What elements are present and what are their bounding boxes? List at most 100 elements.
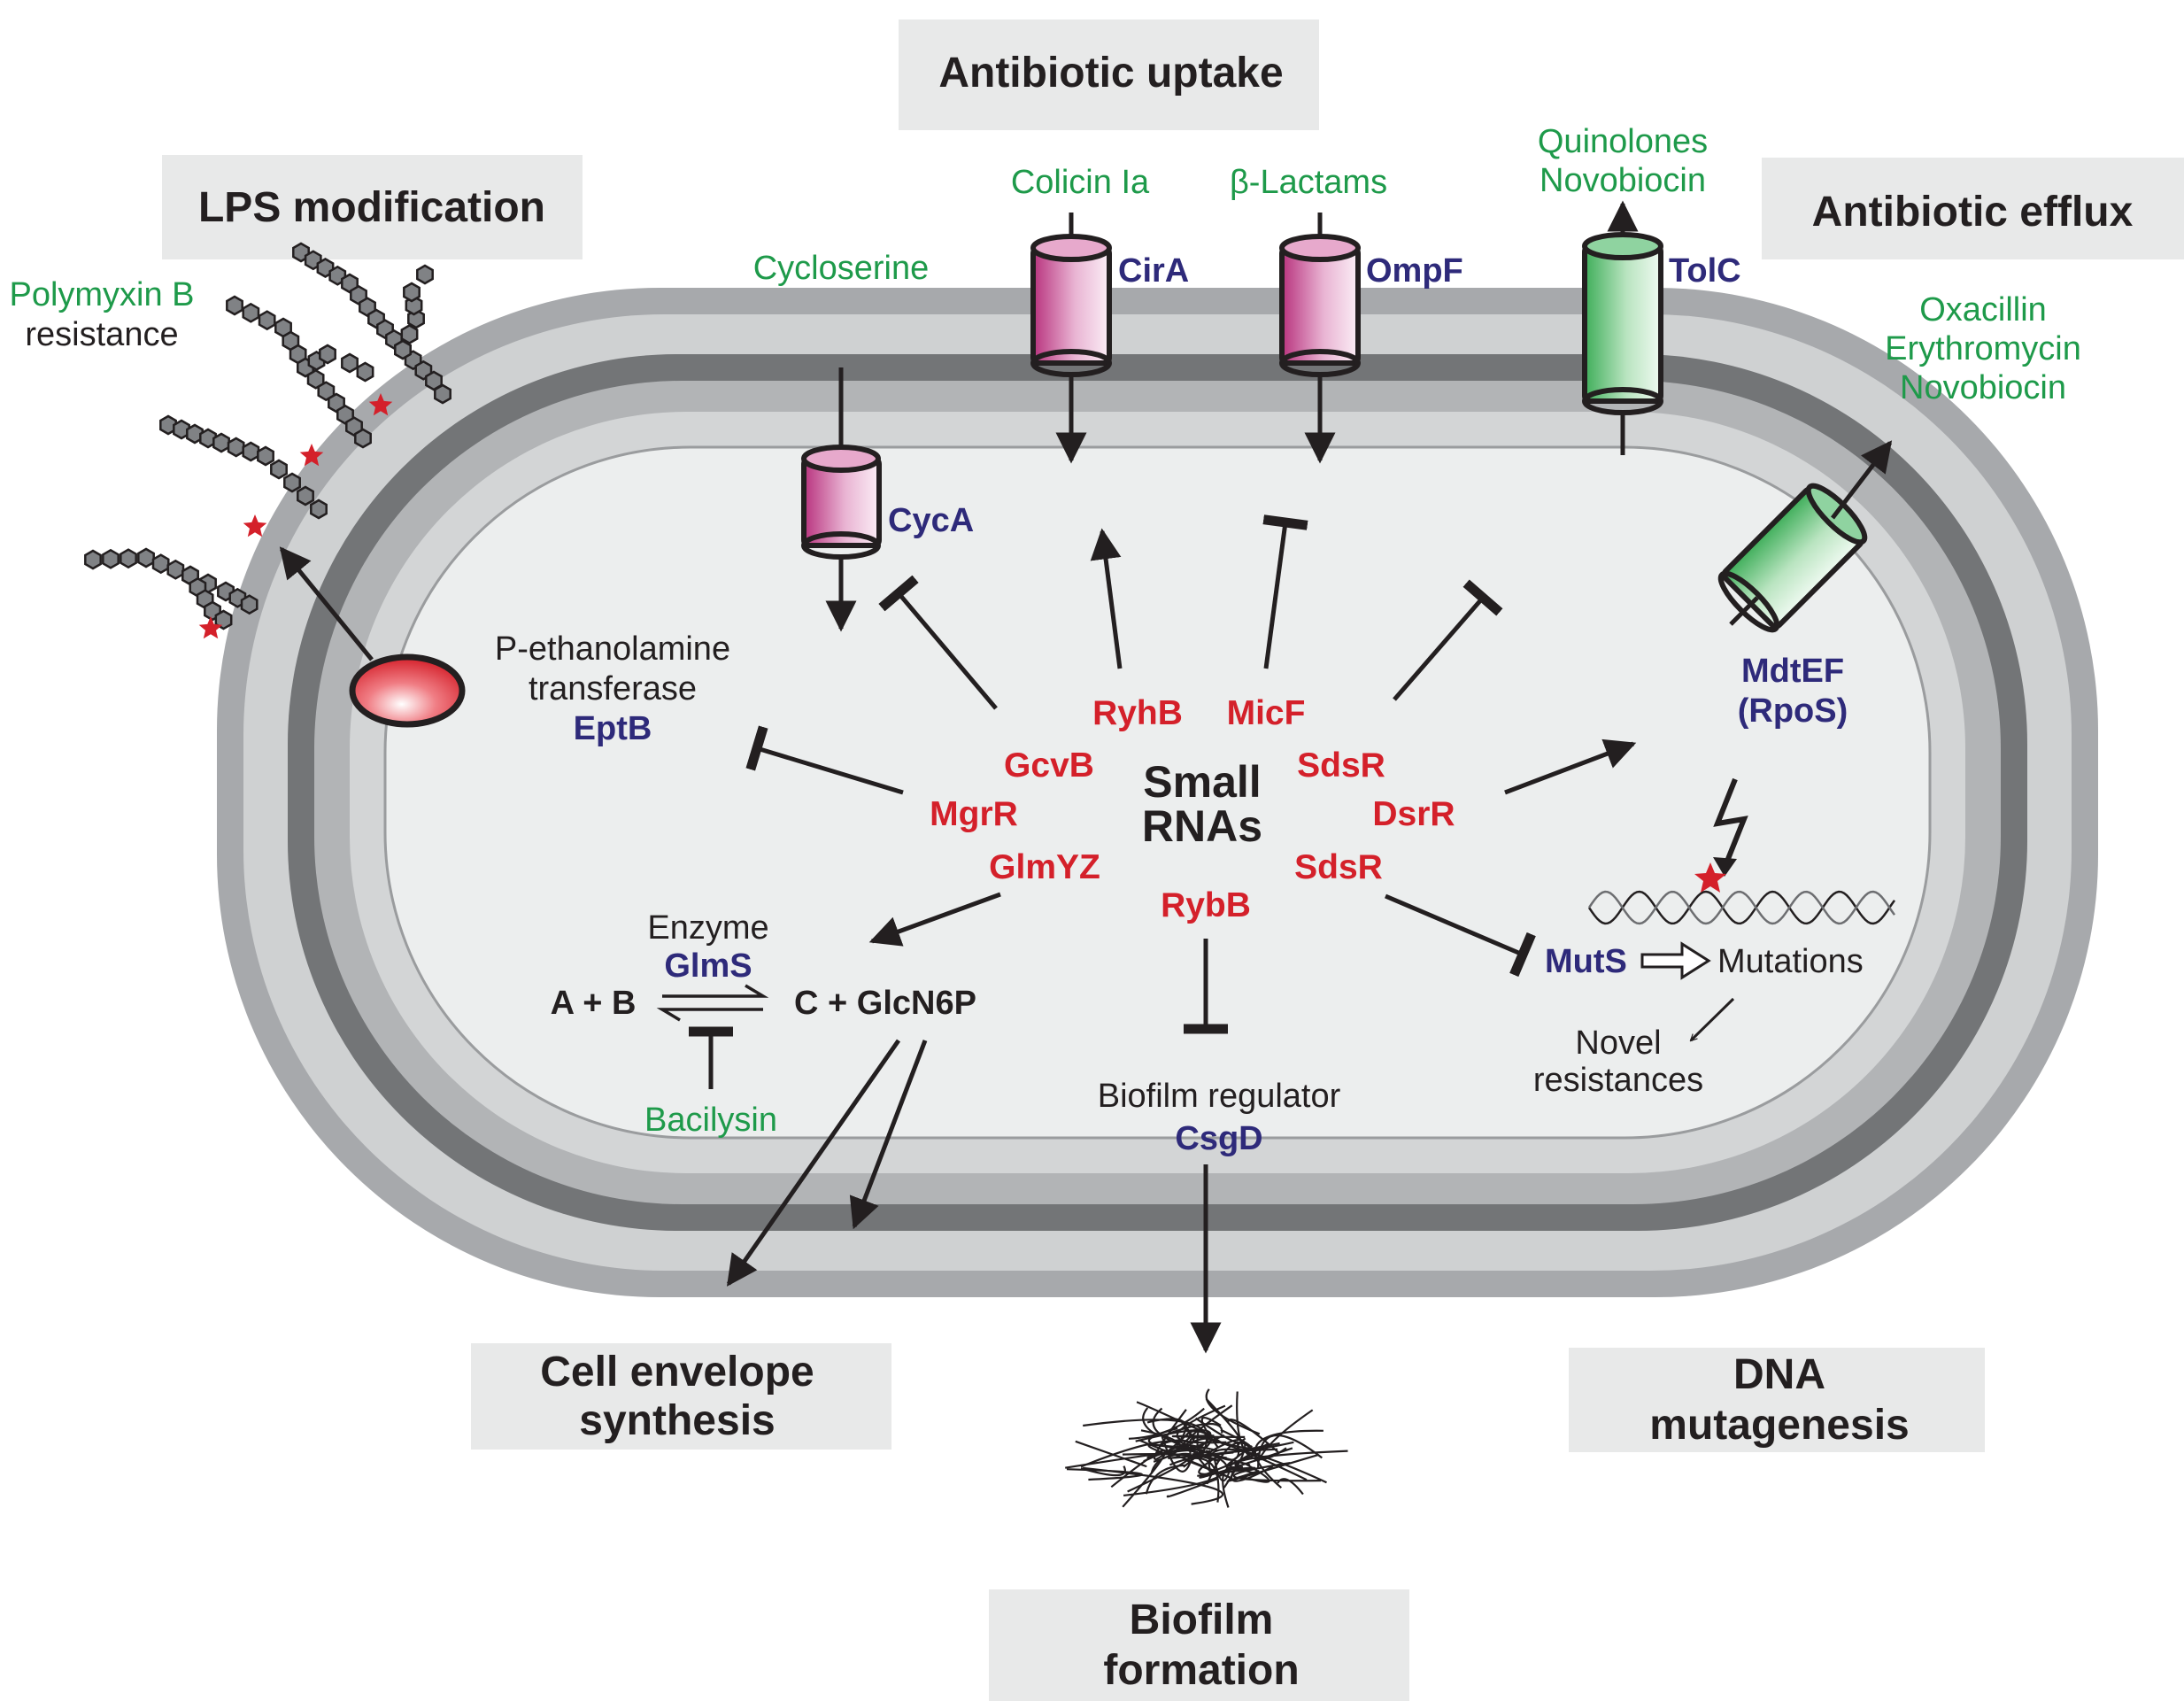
sugar-unit xyxy=(257,445,274,467)
lps-box xyxy=(162,155,583,259)
efflux-box xyxy=(1762,158,2184,259)
oxacillin-label: Oxacillin xyxy=(1919,291,2047,329)
sugar-unit xyxy=(317,381,336,402)
sugar-unit xyxy=(186,423,204,445)
sugar-unit xyxy=(403,282,421,303)
pethanolamine-label-1: P-ethanolamine xyxy=(495,630,730,668)
category-boxes: LPS modification Antibiotic uptake Antib… xyxy=(162,19,2184,1701)
lactams-label: β-Lactams xyxy=(1230,164,1387,201)
modification-star-icon xyxy=(299,444,324,467)
gcvb-label: GcvB xyxy=(1004,746,1094,785)
cyca-transporter xyxy=(801,445,882,560)
misc-labels: P-ethanolamine transferase Enzyme A + B … xyxy=(495,630,1864,1115)
biofilm-regulator-label: Biofilm regulator xyxy=(1098,1078,1341,1115)
ompf-porin xyxy=(1279,234,1361,377)
dsrr-label: DsrR xyxy=(1372,795,1455,833)
csgd-label: CsgD xyxy=(1175,1120,1262,1157)
sugar-unit xyxy=(394,339,412,360)
sugar-unit xyxy=(226,295,243,316)
sugar-unit xyxy=(270,459,288,480)
erythromycin-label: Erythromycin xyxy=(1885,330,2081,367)
mutation-star-icon xyxy=(1694,862,1726,893)
polymyxin-label-1: Polymyxin B xyxy=(9,276,194,313)
cira-label: CirA xyxy=(1118,252,1189,290)
sugar-unit xyxy=(258,310,276,331)
sugar-unit xyxy=(319,344,336,365)
colicin-label: Colicin Ia xyxy=(1011,164,1150,201)
sugar-unit xyxy=(227,437,245,458)
dna-box-label-1: DNA xyxy=(1733,1351,1825,1398)
bacilysin-label: Bacilysin xyxy=(644,1102,777,1139)
sugar-unit xyxy=(336,404,354,425)
muts-label: MutS xyxy=(1545,943,1627,980)
sugar-unit xyxy=(356,361,374,383)
lps-chains xyxy=(84,242,451,639)
sugar-unit xyxy=(137,547,155,568)
sdsr-label-top: SdsR xyxy=(1297,746,1385,785)
sugar-unit xyxy=(151,553,170,575)
lightning-icon xyxy=(1713,777,1748,870)
cyca-label: CycA xyxy=(888,502,974,539)
sugar-unit xyxy=(297,485,314,506)
small-rnas-label-1: Small xyxy=(1143,757,1261,807)
sugar-unit xyxy=(240,594,259,615)
sugar-unit xyxy=(102,548,120,569)
sugar-unit xyxy=(425,370,443,391)
srna-labels: Small RNAs RyhB MicF GcvB SdsR MgrR DsrR… xyxy=(930,694,1455,924)
tolc-label: TolC xyxy=(1669,252,1741,290)
modification-star-icon xyxy=(198,616,223,639)
reaction-left-label: A + B xyxy=(551,985,637,1022)
envelope-box-label-1: Cell envelope xyxy=(540,1349,814,1396)
novel-resistances-label-1: Novel xyxy=(1575,1024,1661,1062)
mdtef-label: MdtEF xyxy=(1741,653,1844,690)
efflux-box-label: Antibiotic efflux xyxy=(1812,189,2134,236)
glmyz-label: GlmYZ xyxy=(989,848,1100,886)
cell-envelope xyxy=(217,288,2098,1297)
tolc-channel xyxy=(1582,232,1663,415)
uptake-box-label: Antibiotic uptake xyxy=(938,50,1283,97)
micf-label: MicF xyxy=(1227,694,1306,732)
sugar-unit xyxy=(354,428,372,449)
sugar-unit xyxy=(283,472,301,493)
sugar-unit xyxy=(345,416,363,437)
sugar-unit xyxy=(242,441,260,462)
lps-box-label: LPS modification xyxy=(198,184,545,231)
sugar-unit xyxy=(120,548,137,569)
mutations-label: Mutations xyxy=(1717,943,1864,980)
biofilm-network-icon xyxy=(1065,1388,1348,1508)
biofilm-box xyxy=(989,1589,1409,1701)
rpos-label: (RpoS) xyxy=(1738,692,1848,730)
novel-resistances-label-2: resistances xyxy=(1533,1062,1703,1099)
eptb-label: EptB xyxy=(574,710,652,747)
sugar-unit xyxy=(84,549,102,570)
sugar-unit xyxy=(310,499,328,520)
sugar-unit xyxy=(359,297,376,318)
sugar-unit xyxy=(212,432,230,453)
novobiocin-label: Novobiocin xyxy=(1900,369,2066,406)
dna-helix-icon xyxy=(1587,890,1896,925)
sugar-unit xyxy=(159,414,177,436)
modification-star-icon xyxy=(243,514,267,537)
dna-box-label-2: mutagenesis xyxy=(1649,1402,1909,1449)
uptake-box xyxy=(899,19,1319,130)
sugar-unit xyxy=(416,264,434,285)
sdsr-label-bottom: SdsR xyxy=(1294,848,1383,886)
sugar-unit xyxy=(173,419,190,440)
glms-label: GlmS xyxy=(664,947,752,985)
cycloserine-label: Cycloserine xyxy=(753,250,930,287)
mgrr-label: MgrR xyxy=(930,795,1018,833)
quinolones-label: Quinolones xyxy=(1538,123,1708,160)
sugar-unit xyxy=(328,392,345,414)
sugar-unit xyxy=(242,302,260,323)
sugar-unit xyxy=(350,284,367,305)
muts-arrow xyxy=(1640,941,1711,980)
envelope-box xyxy=(471,1343,891,1450)
transporters xyxy=(801,232,1868,633)
quinolones-novobiocin-label: Novobiocin xyxy=(1540,162,1706,199)
eptb-enzyme xyxy=(349,653,466,728)
ompf-label: OmpF xyxy=(1366,252,1463,290)
rybb-label: RybB xyxy=(1161,886,1251,924)
sugar-unit xyxy=(341,273,359,294)
sugar-unit xyxy=(199,428,217,449)
